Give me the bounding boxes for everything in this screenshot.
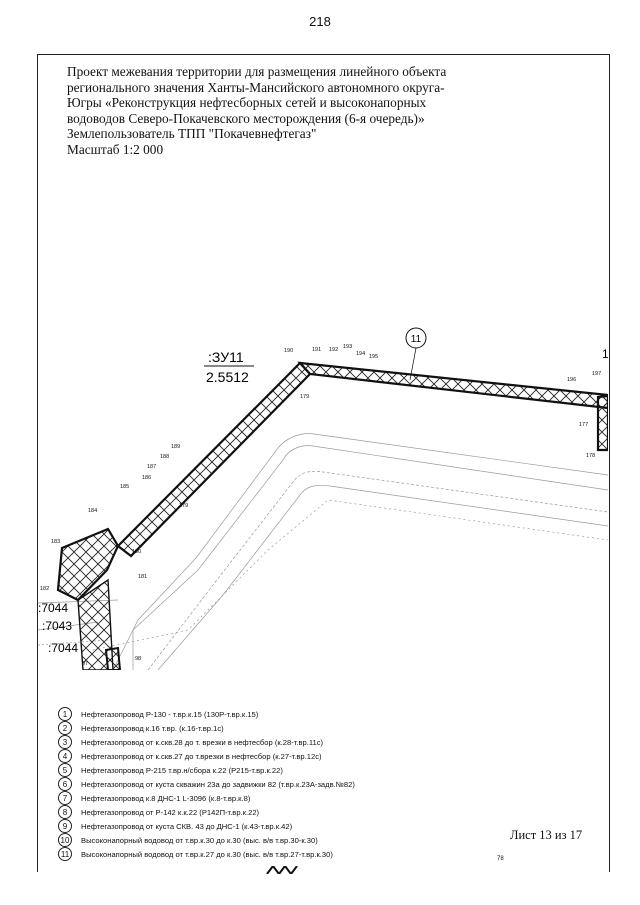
parcel-area: 2.5512: [206, 369, 249, 385]
point-label: 185: [120, 484, 129, 490]
bottom-point-label: 78: [497, 856, 504, 862]
legend-number: 11: [58, 847, 72, 861]
corridor-fragment: [266, 866, 298, 874]
callout-label: 11: [411, 334, 422, 345]
point-label: 192: [329, 347, 338, 353]
legend-number: 9: [58, 819, 72, 833]
legend-item: 2 Нефтегазопровод к.16 т.вр. (к.16-т.вр.…: [58, 721, 458, 735]
legend-item: 1 Нефтегазопровод Р-130 - т.вр.к.15 (130…: [58, 707, 458, 721]
legend-text: Нефтегазопровод Р-130 - т.вр.к.15 (130Р-…: [81, 709, 259, 719]
legend-text: Высоконапорный водовод от т.вр.к.27 до к…: [81, 849, 333, 859]
legend: 1 Нефтегазопровод Р-130 - т.вр.к.15 (130…: [58, 707, 458, 861]
point-label: 193: [343, 344, 352, 350]
legend-number: 2: [58, 721, 72, 735]
point-label: 197: [592, 371, 601, 377]
parcel-corridor: [56, 361, 608, 670]
point-label: 194: [356, 351, 365, 357]
sheet-label: Лист 13 из 17: [510, 828, 583, 842]
legend-text: Высоконапорный водовод от т.вр.к.30 до к…: [81, 835, 318, 845]
page-number: 218: [309, 14, 331, 29]
point-label: 188: [160, 454, 169, 460]
point-label: 190: [284, 348, 293, 354]
legend-text: Нефтегазопровод к.16 т.вр. (к.16-т.вр.1с…: [81, 723, 224, 733]
point-label: 195: [369, 354, 378, 360]
point-label: 177: [579, 422, 588, 428]
scale-line: Масштаб 1:2 000: [67, 141, 164, 157]
legend-number: 8: [58, 805, 72, 819]
legend-number: 3: [58, 735, 72, 749]
point-label: 186: [142, 475, 151, 481]
point-label: 187: [147, 464, 156, 470]
legend-number: 4: [58, 749, 72, 763]
legend-item: 11 Высоконапорный водовод от т.вр.к.27 д…: [58, 847, 458, 861]
point-label: 97: [82, 661, 88, 667]
map-sheet-frame: [37, 54, 610, 872]
legend-item: 3 Нефтегазопровод от к.скв.28 до т. врез…: [58, 735, 458, 749]
point-label: 178: [586, 453, 595, 459]
edge-label: 1: [602, 347, 608, 361]
point-label: 196: [567, 377, 576, 383]
point-label: 183: [51, 539, 60, 545]
point-label: 191: [312, 347, 321, 353]
title-line: Югры «Реконструкция нефтесборных сетей и…: [67, 95, 427, 111]
legend-item: 9 Нефтегазопровод от куста СКВ. 43 до ДН…: [58, 819, 458, 833]
legend-number: 10: [58, 833, 72, 847]
point-label: 98: [135, 656, 141, 662]
point-label: 189: [171, 444, 180, 450]
legend-text: Нефтегазопровод от куста скважин 23а до …: [81, 779, 355, 789]
legend-item: 7 Нефтегазопровод к.8 ДНС-1 L-3096 (к.8-…: [58, 791, 458, 805]
callout-leader: [409, 347, 417, 381]
legend-item: 4 Нефтегазопровод от к.скв.27 до т.врезк…: [58, 749, 458, 763]
legend-number: 7: [58, 791, 72, 805]
title-line: Проект межевания территории для размещен…: [67, 64, 447, 79]
legend-number: 6: [58, 777, 72, 791]
parcel-name: :ЗУ11: [208, 349, 244, 365]
point-label: 182: [40, 586, 49, 592]
point-label: 179: [179, 503, 188, 509]
title-block: Проект межевания территории для размещен…: [67, 64, 537, 158]
road-lines: [38, 433, 608, 670]
legend-text: Нефтегазопровод Р-215 т.вр.н/сбора к.22 …: [81, 765, 283, 775]
legend-item: 8 Нефтегазопровод от Р-142 к.к.22 (Р142П…: [58, 805, 458, 819]
land-user-line: Землепользователь ТПП "Покачевнефтегаз": [67, 126, 317, 142]
legend-item: 5 Нефтегазопровод Р-215 т.вр.н/сбора к.2…: [58, 763, 458, 777]
point-label: 184: [88, 508, 97, 514]
point-label: 181: [138, 574, 147, 580]
survey-map: :ЗУ11 2.5512 11 1 :7044 :7043 :7044 190 …: [38, 300, 608, 670]
title-line: регионального значения Ханты-Мансийского…: [67, 79, 445, 95]
parcel-label: :7044: [38, 601, 68, 615]
title-line: водоводов Северо-Покачевского месторожде…: [67, 110, 425, 126]
parcel-label: :7044: [48, 641, 78, 655]
legend-item: 10 Высоконапорный водовод от т.вр.к.30 д…: [58, 833, 458, 847]
point-label: 180: [132, 549, 141, 555]
legend-text: Нефтегазопровод от Р-142 к.к.22 (Р142П-т…: [81, 807, 260, 817]
legend-text: Нефтегазопровод от к.скв.28 до т. врезки…: [81, 737, 324, 747]
legend-text: Нефтегазопровод от куста СКВ. 43 до ДНС-…: [81, 821, 293, 831]
legend-item: 6 Нефтегазопровод от куста скважин 23а д…: [58, 777, 458, 791]
legend-number: 1: [58, 707, 72, 721]
legend-text: Нефтегазопровод от к.скв.27 до т.врезки …: [81, 751, 322, 761]
parcel-label: :7043: [42, 619, 72, 633]
legend-number: 5: [58, 763, 72, 777]
legend-text: Нефтегазопровод к.8 ДНС-1 L-3096 (к.8-т.…: [81, 793, 251, 803]
point-label: 179: [300, 394, 309, 400]
